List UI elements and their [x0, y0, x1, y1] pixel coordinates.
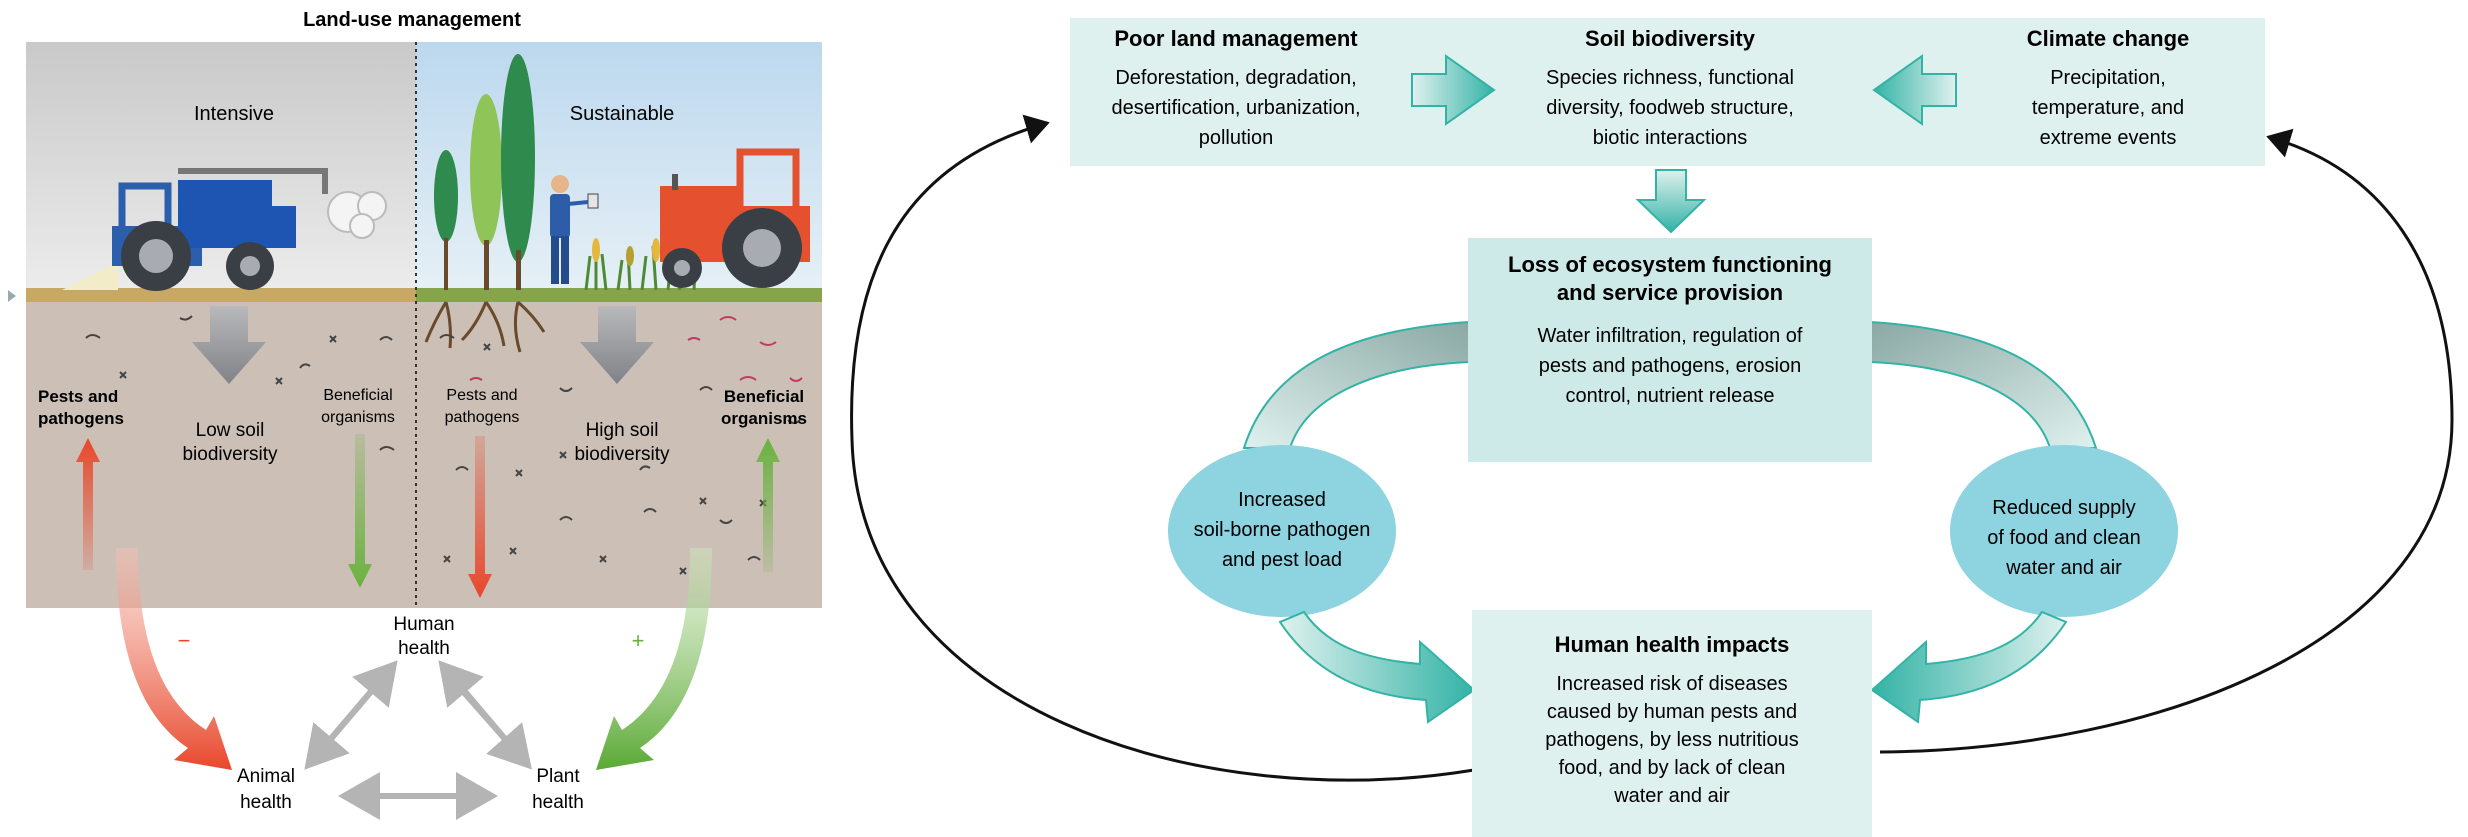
ground-marker-icon: [8, 290, 16, 302]
soil-biodiversity-line-2: diversity, foodweb structure,: [1546, 97, 1794, 119]
sustainable-down-arrow-icon: [580, 306, 654, 384]
intensive-biodiversity-label-1: Low soil: [196, 420, 265, 441]
health-impacts-title: Human health impacts: [1555, 632, 1790, 657]
plant-health-label-2: health: [532, 792, 584, 813]
poor-land-box: Poor land management Deforestation, degr…: [1111, 26, 1360, 149]
human-health-label-2: health: [398, 638, 450, 659]
top-boxes-background: [1070, 18, 2265, 166]
sustainable-beneficial-label-1: Beneficial: [724, 387, 804, 406]
poor-land-line-3: pollution: [1199, 127, 1274, 149]
health-impacts-line-5: water and air: [1613, 785, 1730, 807]
loss-to-pathogen-band-icon: [1242, 320, 1471, 449]
intensive-pests-label-1: Pests and: [38, 387, 118, 406]
soil-biodiversity-line-1: Species richness, functional: [1546, 67, 1794, 89]
intensive-tractor-icon: [62, 168, 387, 291]
soil-biodiversity-box: Soil biodiversity Species richness, func…: [1546, 26, 1794, 149]
farmer-icon: [550, 175, 599, 284]
soil-biodiversity-title: Soil biodiversity: [1585, 26, 1756, 51]
pathogen-load-bg: [1168, 445, 1396, 617]
cycle-arrow-left: [850, 114, 1475, 782]
intensive-pests-up-arrow-icon: [76, 438, 100, 570]
health-impacts-line-1: Increased risk of diseases: [1556, 673, 1787, 695]
poor-land-title: Poor land management: [1114, 26, 1358, 51]
intensive-beneficial-down-arrow-icon: [348, 434, 372, 588]
animal-health-label-1: Animal: [237, 766, 295, 787]
loss-functioning-line-2: pests and pathogens, erosion: [1539, 355, 1801, 377]
animal-health-label-2: health: [240, 792, 292, 813]
health-impacts-box: Human health impacts Increased risk of d…: [1472, 610, 1872, 837]
ground-strip-intensive: [26, 288, 416, 302]
sustainable-pests-label-2: pathogens: [445, 409, 520, 426]
intensive-down-arrow-icon: [192, 306, 266, 384]
sustainable-tractor-icon: [660, 148, 810, 288]
positive-sign: +: [632, 628, 645, 653]
human-health-label-1: Human: [393, 614, 454, 635]
soil-organisms-icon: [85, 315, 801, 575]
sustainable-biodiversity-label-1: High soil: [586, 420, 659, 441]
climate-change-line-2: temperature, and: [2032, 97, 2184, 119]
cycle-arrow-right: [1879, 128, 2454, 754]
climate-change-title: Climate change: [2027, 26, 2190, 51]
soil-worms-icon: [469, 316, 803, 382]
pathogen-load-ellipse: Increased soil-borne pathogen and pest l…: [1168, 445, 1396, 617]
reduced-supply-line-1: Reduced supply: [1992, 497, 2135, 519]
positive-effect-arrow-icon: [596, 548, 712, 770]
health-impacts-bg: [1472, 610, 1872, 837]
climate-to-biodiversity-arrow-icon: [1872, 54, 1957, 126]
loss-functioning-line-1: Water infiltration, regulation of: [1538, 325, 1803, 347]
loss-functioning-line-3: control, nutrient release: [1565, 385, 1774, 407]
intensive-label: Intensive: [194, 103, 274, 125]
health-impacts-line-2: caused by human pests and: [1547, 701, 1797, 723]
reduced-supply-bg: [1950, 445, 2178, 617]
sustainable-beneficial-up-arrow-icon: [756, 438, 780, 572]
climate-change-box: Climate change Precipitation, temperatur…: [2027, 26, 2190, 149]
loss-functioning-bg: [1468, 238, 1872, 462]
intensive-pests-label-2: pathogens: [38, 409, 124, 428]
loss-functioning-title-2: and service provision: [1557, 280, 1783, 305]
sustainable-beneficial-label-2: organisms: [721, 409, 807, 428]
sustainable-biodiversity-label-2: biodiversity: [574, 444, 670, 465]
pathogen-load-line-3: and pest load: [1222, 549, 1342, 571]
right-panel: Poor land management Deforestation, degr…: [850, 18, 2454, 837]
health-impacts-line-4: food, and by lack of clean: [1559, 757, 1786, 779]
left-panel-title: Land-use management: [303, 9, 521, 31]
reduced-supply-ellipse: Reduced supply of food and clean water a…: [1950, 445, 2178, 617]
trees-icon: [424, 54, 546, 353]
reduced-supply-line-2: of food and clean: [1987, 527, 2140, 549]
sustainable-pests-label-1: Pests and: [446, 387, 517, 404]
intensive-beneficial-label-1: Beneficial: [323, 387, 392, 404]
sustainable-label: Sustainable: [570, 103, 675, 125]
pathogen-to-health-arrow-icon: [1278, 610, 1476, 724]
loss-functioning-title-1: Loss of ecosystem functioning: [1508, 252, 1832, 277]
sustainable-pests-down-arrow-icon: [468, 436, 492, 598]
pathogen-load-line-2: soil-borne pathogen: [1194, 519, 1371, 541]
intensive-beneficial-label-2: organisms: [321, 409, 395, 426]
soil-layer: [26, 302, 822, 608]
plant-health-label-1: Plant: [536, 766, 580, 787]
negative-effect-arrow-icon: [116, 548, 232, 770]
health-impacts-line-3: pathogens, by less nutritious: [1545, 729, 1799, 751]
loss-to-supply-band-icon: [1869, 320, 2098, 449]
loss-functioning-box: Loss of ecosystem functioning and servic…: [1468, 238, 1872, 462]
one-health-arrows-icon: [304, 660, 532, 820]
climate-change-line-3: extreme events: [2040, 127, 2177, 149]
left-panel: Land-use management Intensive Sustainabl…: [8, 9, 822, 820]
biodiversity-to-loss-arrow-icon: [1635, 169, 1707, 234]
poor-land-line-2: desertification, urbanization,: [1111, 97, 1360, 119]
climate-change-line-1: Precipitation,: [2050, 67, 2166, 89]
soil-biodiversity-line-3: biotic interactions: [1593, 127, 1748, 149]
reduced-supply-line-3: water and air: [2005, 557, 2122, 579]
ground-strip-sustainable: [416, 288, 822, 302]
pathogen-load-line-1: Increased: [1238, 489, 1326, 511]
negative-sign: −: [178, 628, 191, 653]
intensive-sky: [26, 42, 416, 292]
intensive-biodiversity-label-2: biodiversity: [182, 444, 278, 465]
poor-land-line-1: Deforestation, degradation,: [1115, 67, 1356, 89]
supply-to-health-arrow-icon: [1870, 610, 2068, 724]
land-to-biodiversity-arrow-icon: [1411, 54, 1496, 126]
